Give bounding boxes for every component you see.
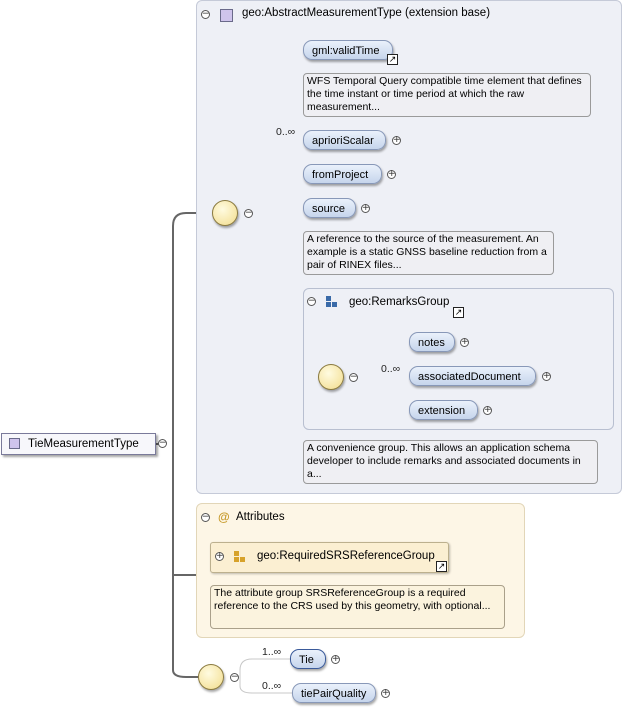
collapse-toggle-icon[interactable]: − — [349, 372, 358, 382]
expand-toggle-icon[interactable]: + — [331, 654, 340, 664]
expand-toggle-icon[interactable]: + — [215, 551, 224, 561]
element-validtime[interactable]: gml:validTime — [303, 40, 393, 60]
group-icon — [326, 296, 338, 308]
element-tiepairquality[interactable]: tiePairQuality — [292, 683, 376, 703]
element-tie[interactable]: Tie — [290, 649, 326, 669]
element-fromproject[interactable]: fromProject — [303, 164, 382, 184]
remarks-group-documentation: A convenience group. This allows an appl… — [303, 440, 598, 484]
complex-type-icon — [220, 9, 233, 22]
attribute-group-icon — [234, 551, 246, 563]
sequence-compositor-icon[interactable] — [198, 664, 224, 690]
collapse-toggle-icon[interactable]: − — [230, 672, 239, 682]
expand-toggle-icon[interactable]: + — [460, 337, 469, 347]
attribute-group-title: geo:RequiredSRSReferenceGroup — [257, 550, 435, 562]
main-complex-type[interactable]: TieMeasurementType — [1, 433, 156, 455]
collapse-toggle-icon[interactable]: − — [201, 512, 210, 522]
element-associateddocument[interactable]: associatedDocument — [409, 366, 536, 386]
sequence-compositor-icon[interactable] — [212, 200, 238, 226]
at-sign-icon: @ — [218, 510, 230, 524]
collapse-toggle-icon[interactable]: − — [244, 208, 253, 218]
expand-toggle-icon[interactable]: + — [361, 203, 370, 213]
expand-toggle-icon[interactable]: + — [483, 405, 492, 415]
main-type-label: TieMeasurementType — [28, 438, 139, 450]
aprioriscalar-cardinality: 0..∞ — [276, 126, 296, 138]
complex-type-icon — [9, 438, 20, 449]
collapse-toggle-icon[interactable]: − — [201, 9, 210, 19]
attribute-group-box[interactable] — [210, 542, 449, 573]
link-arrow-icon[interactable]: ↗ — [453, 307, 464, 318]
element-extension[interactable]: extension — [409, 400, 478, 420]
expand-toggle-icon[interactable]: + — [392, 135, 401, 145]
sequence-compositor-icon[interactable] — [318, 364, 344, 390]
expand-toggle-icon[interactable]: + — [542, 371, 551, 381]
element-aprioriscalar[interactable]: aprioriScalar — [303, 130, 386, 150]
validtime-documentation: WFS Temporal Query compatible time eleme… — [303, 73, 591, 117]
tiepairquality-cardinality: 0..∞ — [262, 680, 282, 692]
link-arrow-icon[interactable]: ↗ — [436, 561, 447, 572]
attributes-title: Attributes — [236, 511, 285, 523]
attribute-group-documentation: The attribute group SRSReferenceGroup is… — [210, 585, 505, 629]
associateddocument-cardinality: 0..∞ — [381, 363, 401, 375]
expand-toggle-icon[interactable]: + — [387, 169, 396, 179]
element-notes[interactable]: notes — [409, 332, 455, 352]
link-arrow-icon[interactable]: ↗ — [387, 54, 398, 65]
extension-base-title: geo:AbstractMeasurementType (extension b… — [242, 7, 491, 19]
collapse-toggle-icon[interactable]: − — [158, 438, 167, 448]
source-documentation: A reference to the source of the measure… — [303, 231, 554, 275]
element-source[interactable]: source — [303, 198, 356, 218]
tie-cardinality: 1..∞ — [262, 646, 282, 658]
remarks-group-title: geo:RemarksGroup — [349, 296, 450, 308]
expand-toggle-icon[interactable]: + — [381, 688, 390, 698]
collapse-toggle-icon[interactable]: − — [307, 296, 316, 306]
